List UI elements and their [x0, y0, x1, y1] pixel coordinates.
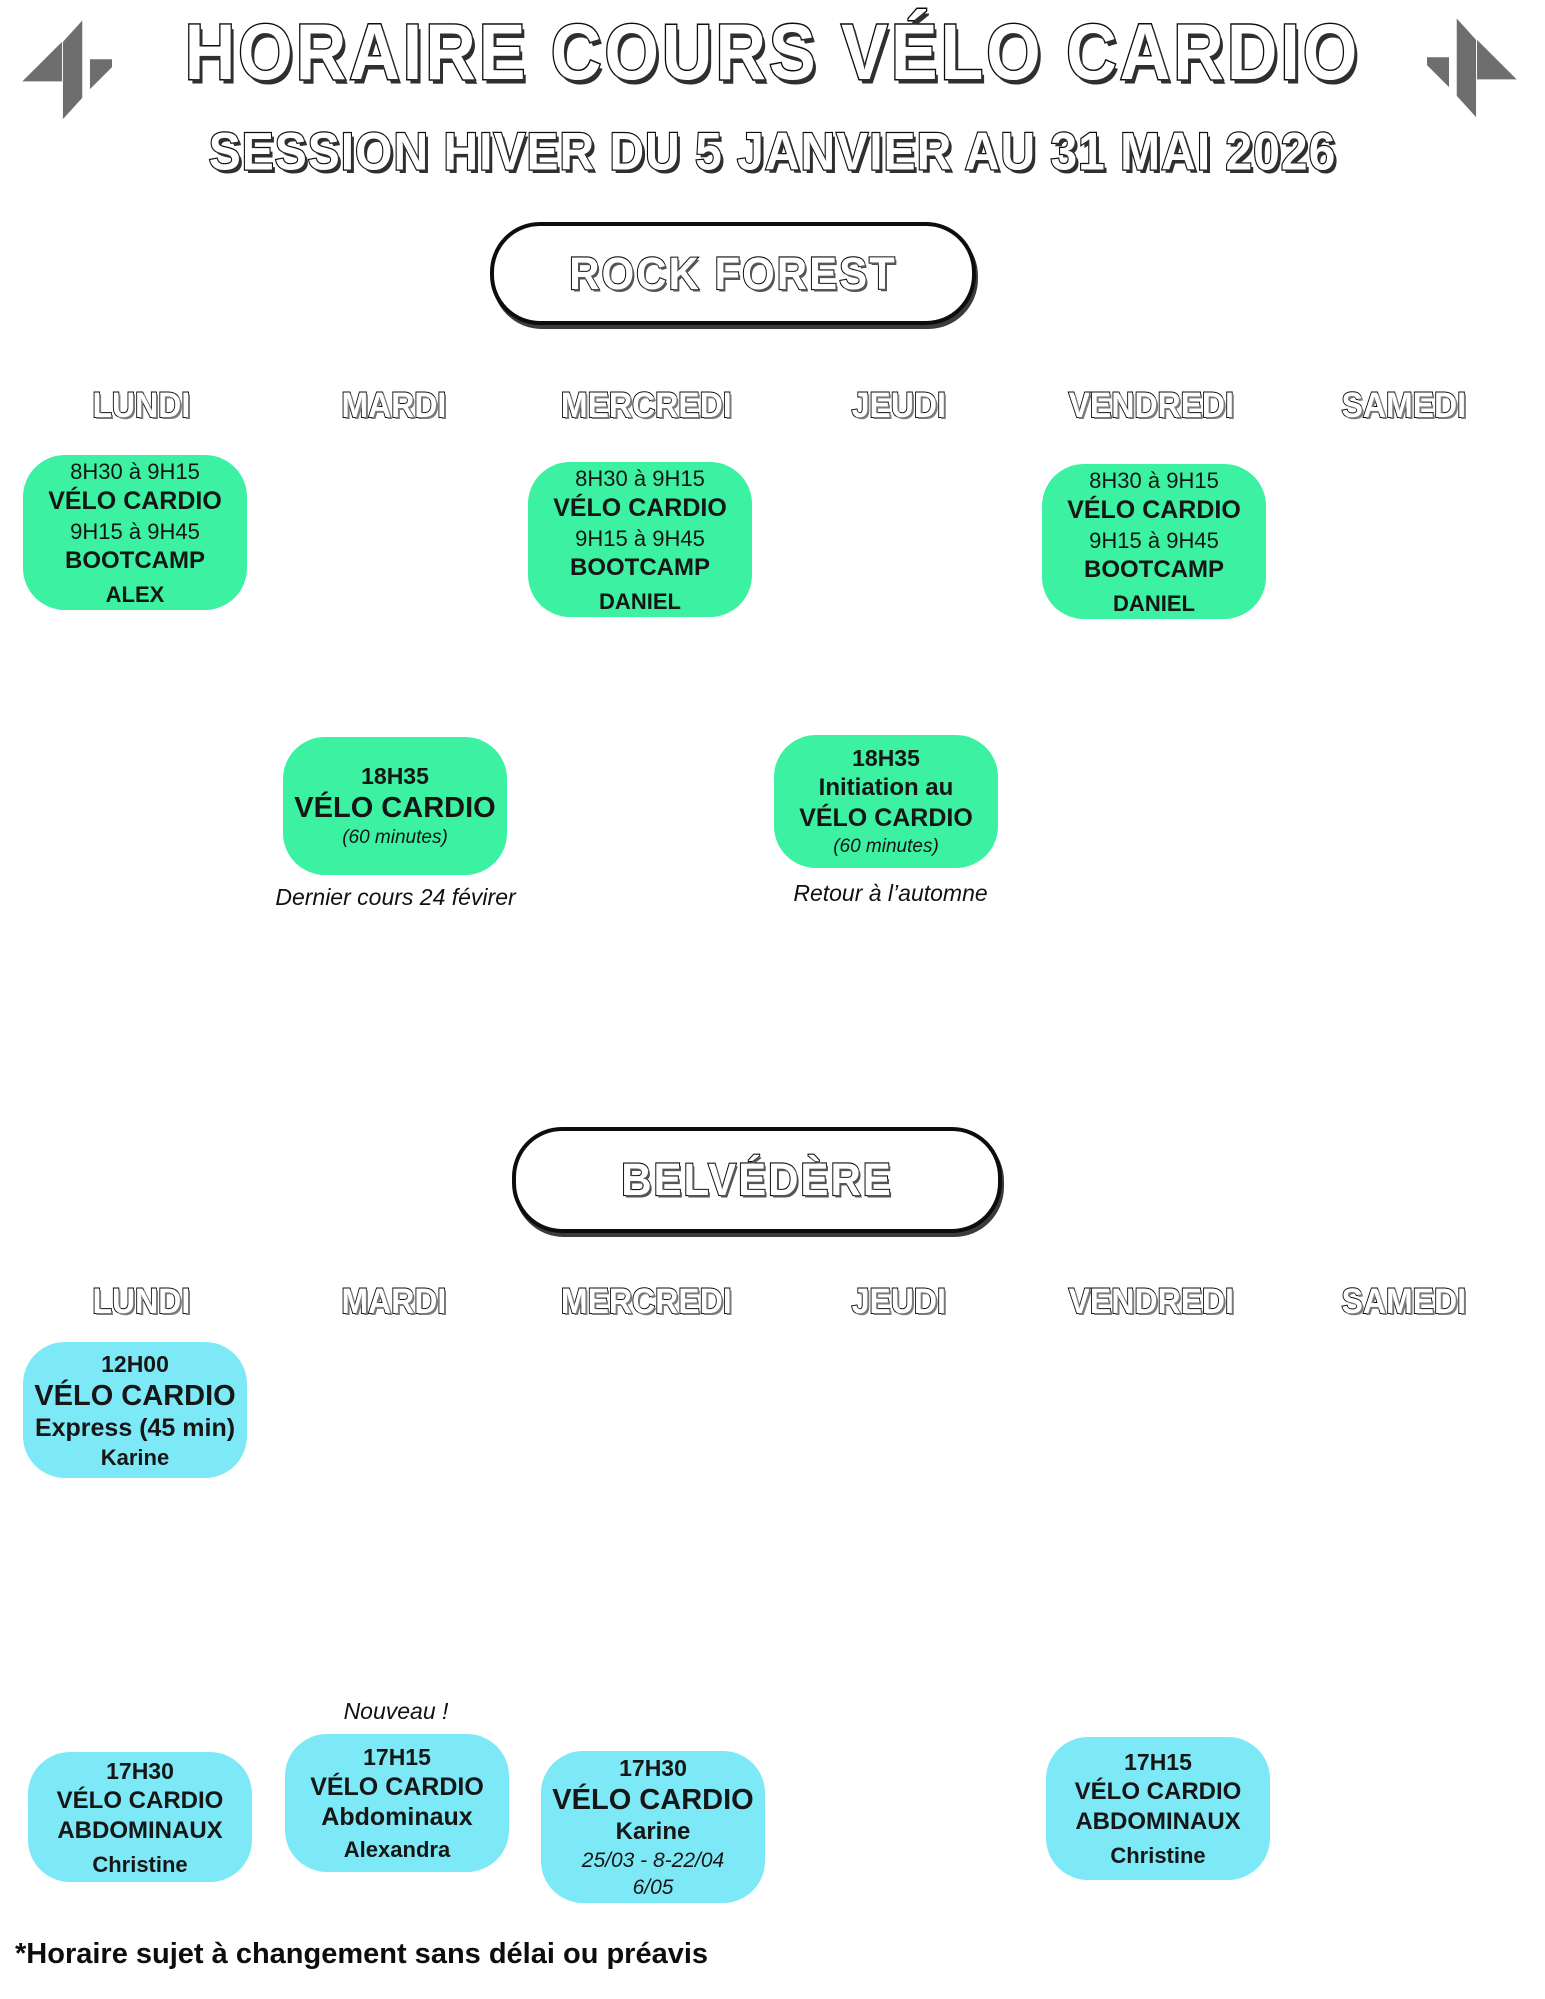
class-duration: (60 minutes): [833, 836, 939, 857]
class-activity: BOOTCAMP: [1084, 555, 1224, 583]
day-header-vendredi: VENDREDI: [1068, 384, 1235, 426]
class-coach: Alexandra: [343, 1837, 451, 1862]
class-coach: DANIEL: [1113, 590, 1195, 616]
day-header-mercredi: MERCREDI: [560, 384, 732, 426]
day-header-mardi: MARDI: [340, 1280, 447, 1322]
class-title: VÉLO CARDIO: [553, 493, 727, 522]
day-header-samedi: SAMEDI: [1341, 384, 1467, 426]
day-header-row-rock-forest: LUNDI MARDI MERCREDI JEUDI VENDREDI SAME…: [15, 384, 1530, 426]
class-coach: Karine: [615, 1818, 691, 1845]
class-card-belvedere-mercredi-evening: 17H30 VÉLO CARDIO Karine 25/03 - 8-22/04…: [541, 1751, 765, 1903]
pinwheel-logo-right: [1419, 6, 1529, 120]
class-dates: 6/05: [632, 1876, 674, 1899]
class-title: VÉLO CARDIO: [1074, 1778, 1242, 1805]
class-time: 17H30: [106, 1757, 174, 1784]
class-time: 18H35: [852, 745, 920, 771]
location-badge-rock-forest: ROCK FOREST: [490, 222, 976, 325]
day-header-jeudi: JEUDI: [851, 384, 947, 426]
session-subtitle: SESSION HIVER DU 5 JANVIER AU 31 MAI 202…: [208, 122, 1337, 183]
class-time: 9H15 à 9H45: [1089, 527, 1219, 553]
class-variant: ABDOMINAUX: [1075, 1808, 1241, 1835]
class-title: VÉLO CARDIO: [294, 792, 496, 824]
class-time: 12H00: [101, 1350, 169, 1377]
class-coach: Christine: [1110, 1843, 1206, 1868]
class-note-last-course: Dernier cours 24 févirer: [275, 884, 516, 910]
day-header-mardi: MARDI: [340, 384, 447, 426]
class-coach: Christine: [92, 1851, 188, 1877]
class-activity: BOOTCAMP: [65, 546, 205, 574]
class-dates: 25/03 - 8-22/04: [581, 1849, 725, 1872]
day-header-vendredi: VENDREDI: [1068, 1280, 1235, 1322]
page-title: HORAIRE COURS VÉLO CARDIO: [183, 7, 1361, 97]
class-card-rockforest-lundi-morning: 8H30 à 9H15 VÉLO CARDIO 9H15 à 9H45 BOOT…: [23, 455, 247, 610]
day-header-jeudi: JEUDI: [851, 1280, 947, 1322]
class-title: VÉLO CARDIO: [552, 1784, 754, 1816]
location-badge-belvedere: BELVÉDÈRE: [512, 1127, 1002, 1233]
class-card-rockforest-mercredi-morning: 8H30 à 9H15 VÉLO CARDIO 9H15 à 9H45 BOOT…: [528, 462, 752, 617]
class-time: 8H30 à 9H15: [575, 465, 705, 491]
class-coach: DANIEL: [599, 588, 681, 614]
class-time: 8H30 à 9H15: [1089, 467, 1219, 493]
class-variant: Express (45 min): [34, 1413, 236, 1442]
location-label: BELVÉDÈRE: [620, 1153, 893, 1206]
class-time: 17H15: [1124, 1749, 1192, 1775]
class-time: 17H30: [619, 1755, 687, 1781]
class-time: 9H15 à 9H45: [70, 518, 200, 544]
day-header-mercredi: MERCREDI: [560, 1280, 732, 1322]
class-variant: Abdominaux: [321, 1803, 473, 1831]
class-duration: (60 minutes): [342, 827, 448, 848]
class-time: 9H15 à 9H45: [575, 525, 705, 551]
day-header-row-belvedere: LUNDI MARDI MERCREDI JEUDI VENDREDI SAME…: [15, 1280, 1530, 1322]
class-time: 18H35: [361, 763, 429, 789]
pinwheel-logo-left: [10, 8, 120, 122]
class-card-rockforest-jeudi-evening: 18H35 Initiation au VÉLO CARDIO (60 minu…: [774, 735, 998, 868]
disclaimer-text: *Horaire sujet à changement sans délai o…: [15, 1938, 709, 1970]
class-activity: BOOTCAMP: [570, 553, 710, 581]
class-title: VÉLO CARDIO: [799, 804, 973, 832]
class-title: VÉLO CARDIO: [34, 1379, 236, 1412]
class-card-belvedere-lundi-evening: 17H30 VÉLO CARDIO ABDOMINAUX Christine: [28, 1752, 252, 1882]
day-header-lundi: LUNDI: [91, 1280, 191, 1322]
class-note-return-fall: Retour à l’automne: [793, 880, 988, 906]
class-variant: ABDOMINAUX: [57, 1816, 223, 1844]
class-card-belvedere-mardi-evening: 17H15 VÉLO CARDIO Abdominaux Alexandra: [285, 1734, 509, 1872]
class-time: 17H15: [363, 1744, 431, 1770]
class-title: VÉLO CARDIO: [1067, 495, 1241, 524]
pinwheel-icon: [22, 20, 120, 120]
class-coach: ALEX: [105, 581, 165, 607]
pinwheel-icon: [1419, 18, 1517, 118]
class-time: 8H30 à 9H15: [70, 458, 200, 484]
class-title: VÉLO CARDIO: [48, 486, 222, 515]
day-header-samedi: SAMEDI: [1341, 1280, 1467, 1322]
class-card-rockforest-vendredi-morning: 8H30 à 9H15 VÉLO CARDIO 9H15 à 9H45 BOOT…: [1042, 464, 1266, 619]
class-title: VÉLO CARDIO: [56, 1786, 224, 1814]
new-class-tag: Nouveau !: [343, 1698, 449, 1724]
class-card-rockforest-mardi-evening: 18H35 VÉLO CARDIO (60 minutes): [283, 737, 507, 875]
location-label: ROCK FOREST: [568, 247, 897, 300]
class-card-belvedere-vendredi-evening: 17H15 VÉLO CARDIO ABDOMINAUX Christine: [1046, 1737, 1270, 1880]
class-title: VÉLO CARDIO: [310, 1773, 484, 1801]
class-coach: Karine: [100, 1444, 170, 1470]
class-pretitle: Initiation au: [818, 774, 954, 801]
class-card-belvedere-lundi-noon: 12H00 VÉLO CARDIO Express (45 min) Karin…: [23, 1342, 247, 1478]
day-header-lundi: LUNDI: [91, 384, 191, 426]
